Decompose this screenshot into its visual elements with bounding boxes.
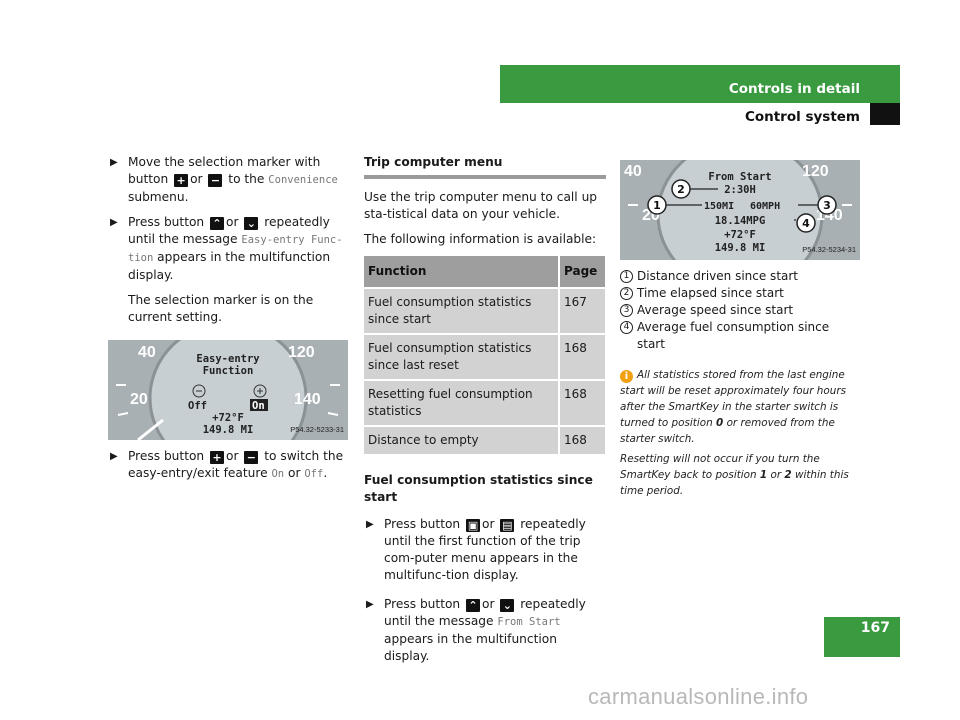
fuel-stats-subheading: Fuel consumption statistics since start [364,473,593,504]
header-bar: Controls in detail [500,65,900,103]
display-on: On [252,400,265,412]
message-convenience: Convenience [268,174,338,186]
plus-button-icon: + [210,451,225,464]
info-note-no-reset: Resetting will not occur if you turn the… [620,453,849,497]
figure-easy-entry-display: 40 120 20 140 Easy-entry Function Off On… [108,340,348,440]
table-header: Function Page [364,256,605,288]
page-number-box: 167 [824,617,900,657]
page-forward-button-icon: ▣ [466,519,481,532]
selection-marker-note: The selection marker is on the current s… [128,293,314,324]
display-line2: Function [203,365,254,377]
gauge-120-label: 120 [802,163,829,180]
plus-button-icon: + [174,174,189,187]
figure-id: P54.32-5233-31 [290,425,344,434]
callout-4: 4 [802,217,810,230]
list-item: 1 Distance driven since start [620,268,860,285]
display-mpg: 18.14MPG [715,215,766,227]
function-table: Function Page Fuel consumption statistic… [364,256,605,454]
callout-2: 2 [677,183,685,196]
legend-number: 3 [620,304,633,317]
arrow-icon: ▶ [110,157,118,168]
col-page: Page [558,256,605,288]
table-row: Fuel consumption statistics since start … [364,287,605,334]
callout-1: 1 [653,199,661,212]
list-item: 4 Average fuel consumption since start [620,319,860,353]
up-button-icon: ⌃ [466,599,481,612]
table-row: Distance to empty 168 [364,425,605,454]
page-number: 167 [860,620,890,636]
arrow-icon: ▶ [110,451,118,462]
info-icon: i [620,370,633,383]
legend-number: 4 [620,321,633,334]
header-subtitle: Control system [744,109,860,125]
column-3: 40 120 20 140 From Start 2:30H 150MI 60M… [620,160,860,499]
page-back-button-icon: ▤ [500,519,515,532]
column-2: Trip computer menu Use the trip computer… [364,154,606,673]
message-off: Off [304,468,324,480]
display-temp: +72°F [212,412,244,424]
table-row: Resetting fuel consumption statistics 16… [364,379,605,426]
up-button-icon: ⌃ [210,217,225,230]
step-select-convenience: ▶ Move the selection marker with button … [110,155,338,204]
header-title: Controls in detail [728,81,860,97]
figure-from-start-display: 40 120 20 140 From Start 2:30H 150MI 60M… [620,160,860,260]
table-row: Fuel consumption statistics since last r… [364,333,605,380]
step-first-function: ▶ Press button ▣or ▤ repeatedly until th… [366,517,586,582]
display-odometer: 149.8 MI [203,424,254,436]
step-press-easy-entry: ▶ Press button ⌃or ⌄ repeatedly until th… [110,215,343,282]
legend-number: 1 [620,270,633,283]
cluster-from-start-svg: 40 120 20 140 From Start 2:30H 150MI 60M… [620,160,860,260]
display-distance: 150MI [704,201,734,212]
arrow-icon: ▶ [366,599,374,610]
gauge-120-label: 120 [288,344,315,361]
callout-3: 3 [823,199,831,212]
column-1: ▶ Move the selection marker with button … [108,154,348,491]
step-switch-feature: ▶ Press button +or − to switch the easy-… [110,449,344,480]
legend-list: 1 Distance driven since start 2 Time ela… [620,268,860,353]
legend-number: 2 [620,287,633,300]
display-temp: +72°F [724,229,756,241]
list-item: 2 Time elapsed since start [620,285,860,302]
watermark: carmanualsonline.info [588,684,809,709]
gauge-20-label: 20 [130,391,148,408]
header-marker [870,103,900,125]
step-from-start: ▶ Press button ⌃or ⌄ repeatedly until th… [366,597,586,663]
gauge-40-label: 40 [624,163,642,180]
trip-computer-heading: Trip computer menu [364,154,606,179]
display-time: 2:30H [724,184,756,196]
cluster-easy-entry-svg: 40 120 20 140 Easy-entry Function Off On… [108,340,348,440]
figure-id: P54.32-5234-31 [802,245,856,254]
down-button-icon: ⌄ [244,217,259,230]
minus-button-icon: − [244,451,259,464]
list-item: 3 Average speed since start [620,302,860,319]
gauge-40-label: 40 [138,344,156,361]
message-on: On [271,468,285,480]
message-easy-entry: Easy-entry Func-tion [128,234,343,264]
intro-paragraph: Use the trip computer menu to call up st… [364,190,598,221]
arrow-icon: ▶ [366,519,374,530]
display-title: From Start [708,171,771,183]
col-function: Function [364,256,559,288]
gauge-140-label: 140 [294,391,321,408]
info-available-text: The following information is available: [364,232,597,246]
minus-button-icon: − [208,174,223,187]
display-odometer: 149.8 MI [715,242,766,254]
message-from-start: From Start [497,616,561,628]
display-speed: 60MPH [750,201,780,212]
arrow-icon: ▶ [110,217,118,228]
display-line1: Easy-entry [196,353,260,365]
down-button-icon: ⌄ [500,599,515,612]
display-off: Off [188,400,207,412]
